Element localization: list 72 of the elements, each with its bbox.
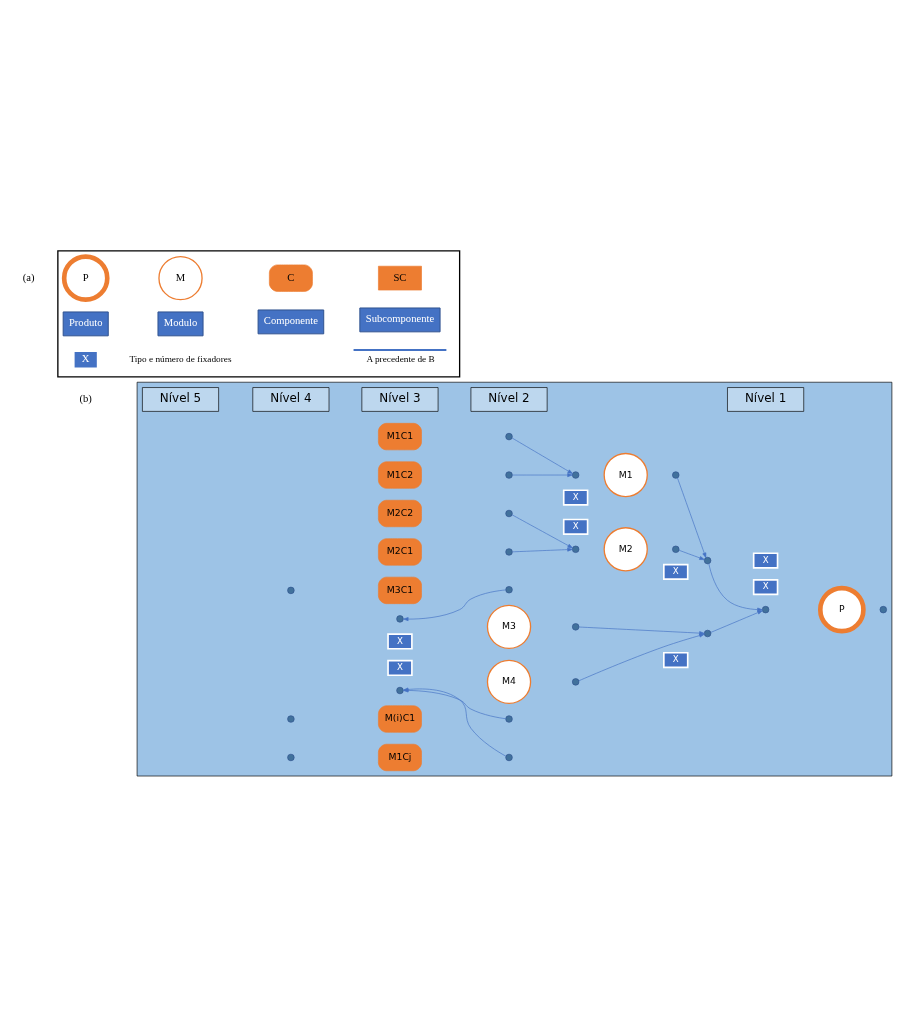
node-circle — [879, 605, 887, 613]
label: Tipo e número de fixadores — [129, 353, 232, 364]
node-box: M2C2 — [378, 499, 422, 527]
node-box: Componente — [257, 308, 325, 334]
node-circle — [396, 614, 404, 623]
node-box: X — [752, 551, 779, 569]
node-circle — [572, 622, 580, 631]
node-box: X — [562, 488, 589, 506]
node-circle: M1 — [603, 452, 648, 497]
node-box: M1C1 — [378, 422, 422, 450]
node-box: X — [663, 563, 689, 580]
node-box: Subcomponente — [359, 306, 441, 332]
arrow — [578, 633, 705, 681]
node-circle — [505, 753, 513, 761]
label: Nível 5 — [159, 390, 202, 405]
node-circle — [505, 714, 513, 723]
node-circle — [505, 470, 513, 479]
node-box: X — [752, 578, 779, 595]
label: (b) — [79, 392, 92, 404]
node-circle: P — [61, 253, 110, 302]
node-box: M2C1 — [378, 537, 422, 566]
node-circle — [505, 547, 513, 556]
node-box: X — [562, 518, 589, 535]
node-circle — [287, 586, 295, 594]
node-box: X — [72, 349, 99, 369]
label: Nível 1 — [744, 390, 787, 405]
cluster — [57, 249, 461, 378]
node-circle — [396, 686, 404, 694]
node-circle: M3 — [486, 604, 532, 649]
label: (a) — [22, 271, 35, 283]
node-circle: M4 — [486, 659, 532, 704]
node-circle — [672, 470, 680, 479]
node-circle: M — [158, 255, 203, 300]
node-circle — [761, 605, 770, 613]
node-circle — [505, 509, 513, 517]
label: Nível 4 — [270, 390, 312, 405]
arrow — [511, 437, 573, 474]
node-box: M1C2 — [378, 460, 422, 489]
node-box: X — [663, 651, 689, 668]
node-circle — [703, 629, 712, 637]
cluster — [136, 381, 893, 776]
node-circle — [672, 545, 680, 553]
node-box: Modulo — [157, 310, 204, 336]
arrow — [403, 589, 506, 621]
arrow — [710, 609, 763, 633]
node-circle — [572, 470, 580, 479]
arrow — [678, 549, 705, 560]
node-box: M(i)C1 — [378, 704, 422, 733]
node-box: M1Cj — [378, 743, 422, 771]
node-circle — [287, 753, 295, 761]
node-circle — [505, 585, 513, 593]
arrow — [512, 472, 573, 477]
node-circle — [703, 556, 712, 564]
node-circle — [505, 432, 513, 440]
node-box: Produto — [62, 310, 109, 336]
legend-label: A precedente de B — [366, 353, 435, 364]
arrow — [512, 547, 573, 552]
node-circle — [572, 545, 580, 553]
node-box: M3C1 — [378, 576, 422, 604]
node-circle: P — [817, 585, 866, 633]
arrow — [511, 514, 573, 548]
node-box: SC — [378, 265, 422, 290]
node-box: X — [387, 659, 413, 676]
label: Nível 2 — [488, 390, 530, 405]
node-box: X — [387, 632, 413, 650]
arrow — [677, 477, 707, 558]
node-box: C — [269, 264, 313, 292]
node-circle — [572, 677, 580, 686]
arrow — [708, 563, 763, 612]
node-circle — [287, 714, 295, 723]
label: Nível 3 — [379, 390, 421, 405]
node-circle: M2 — [603, 526, 648, 571]
